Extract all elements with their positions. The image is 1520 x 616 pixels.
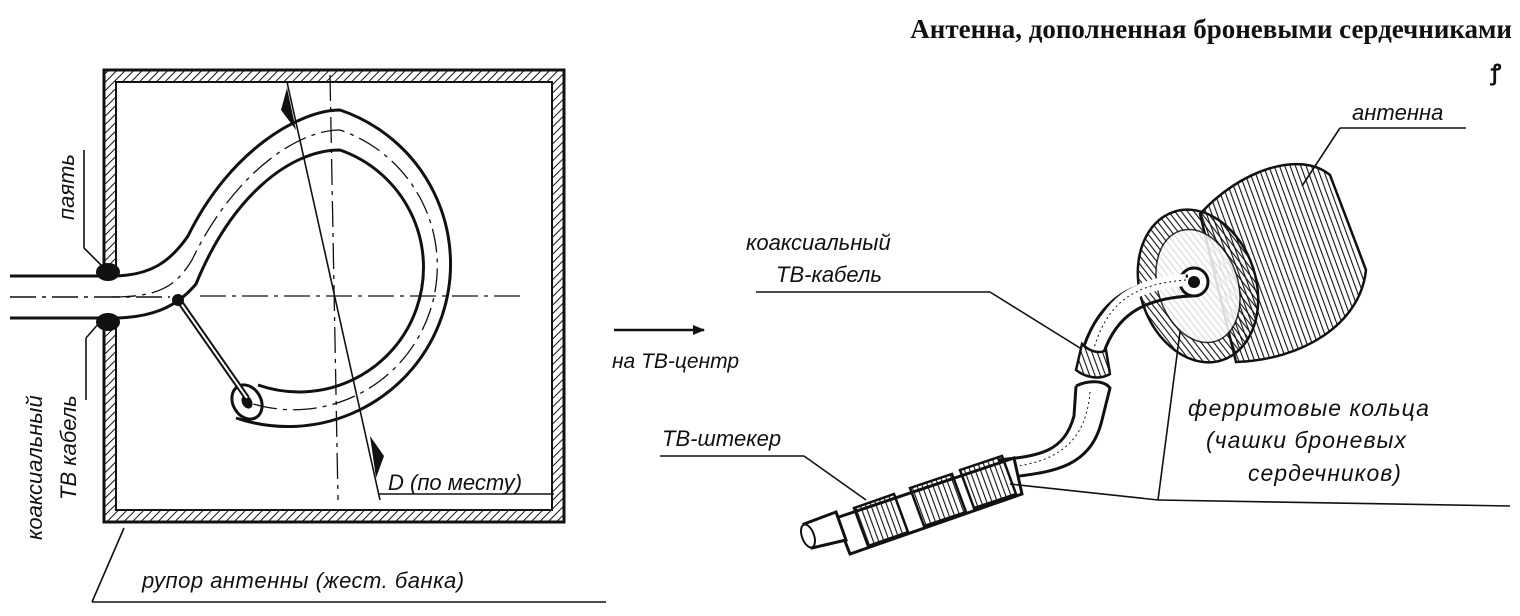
arrow-label: на ТВ-центр xyxy=(612,350,739,373)
diameter-dimension xyxy=(281,81,554,501)
horn-leader xyxy=(91,527,606,603)
horn-label: рупор антенны (жест. банка) xyxy=(141,568,465,593)
tv-plug-assembly xyxy=(800,454,1024,556)
antenna-cylinder xyxy=(1136,162,1368,364)
antenna-leader xyxy=(1301,127,1466,187)
cable-leader-right xyxy=(756,291,1081,349)
diameter-label: D (по месту) xyxy=(388,470,522,495)
cable-label-left-line1: коаксиальный xyxy=(22,395,47,540)
diagram-title: Антенна, дополненная броневыми сердечник… xyxy=(910,14,1512,44)
loop-centerlines xyxy=(200,74,520,501)
cable-label-left-line2: ТВ кабель xyxy=(56,395,81,500)
left-figure: D (по месту) паять коаксиальный ТВ кабел… xyxy=(10,68,606,603)
right-figure: антенна коаксиальный ТВ-ка xyxy=(660,100,1511,556)
plug-label: ТВ-штекер xyxy=(662,426,781,451)
coax-cable-left xyxy=(10,274,170,320)
cable-label-right-line2: ТВ-кабель xyxy=(776,262,882,287)
ferrite-label-line3: сердечников) xyxy=(1248,460,1402,486)
cable-upper xyxy=(1074,274,1193,379)
ferrite-label-line2: (чашки броневых xyxy=(1206,427,1407,453)
antenna-loop xyxy=(111,108,452,429)
solder-leader xyxy=(83,150,103,267)
antenna-label: антенна xyxy=(1352,100,1443,125)
plug-leader xyxy=(660,455,867,501)
ferrite-label-line1: ферритовые кольца xyxy=(1188,395,1430,421)
solder-label: паять xyxy=(54,154,79,220)
ferrite-leader xyxy=(1009,331,1511,507)
corner-mark: ꝭ xyxy=(1490,60,1502,86)
cable-label-right-line1: коаксиальный xyxy=(746,230,891,255)
cable-leader-left xyxy=(85,321,101,400)
